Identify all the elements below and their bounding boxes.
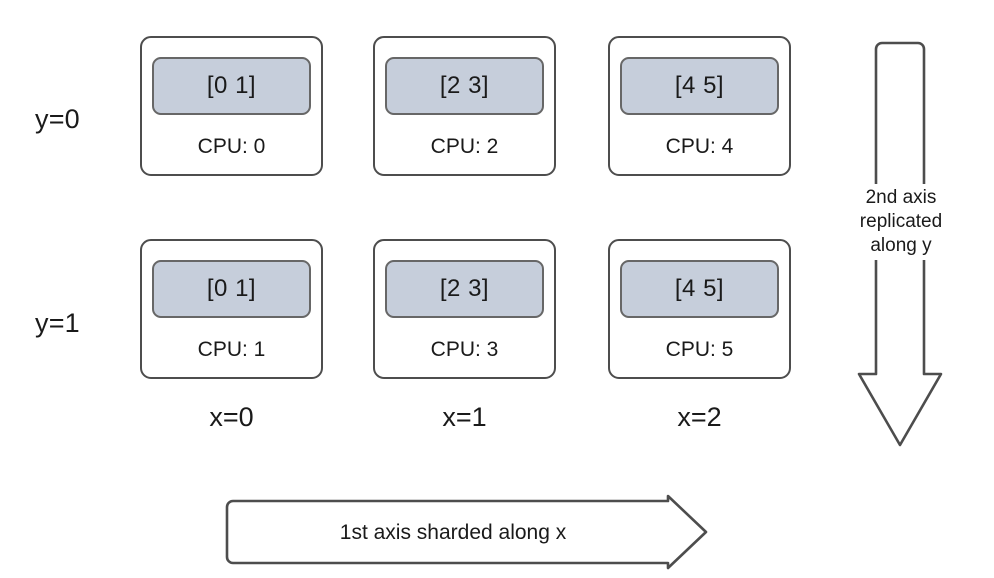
device-card-cpu-3[interactable]: [2 3] CPU: 3 <box>373 239 556 379</box>
cpu-label-r1c2: CPU: 5 <box>665 338 734 361</box>
vertical-axis-arrow-caption: 2nd axis replicated along y <box>840 184 962 260</box>
shard-chip-r0c1: [2 3] <box>385 57 544 115</box>
vertical-caption-line-2: replicated <box>859 211 943 232</box>
vertical-caption-line-1: 2nd axis <box>865 187 937 208</box>
shard-chip-r1c2: [4 5] <box>620 260 779 318</box>
device-card-cpu-5[interactable]: [4 5] CPU: 5 <box>608 239 791 379</box>
cpu-label-r0c0: CPU: 0 <box>197 135 266 158</box>
horizontal-axis-arrow-caption: 1st axis sharded along x <box>339 520 567 544</box>
cpu-label-r0c1: CPU: 2 <box>430 135 499 158</box>
device-card-cpu-4[interactable]: [4 5] CPU: 4 <box>608 36 791 176</box>
row-label-y0: y=0 <box>35 104 80 134</box>
col-label-x2: x=2 <box>677 402 722 432</box>
col-label-x0: x=0 <box>209 402 254 432</box>
horizontal-axis-arrow-icon <box>219 492 712 572</box>
shard-chip-r0c2: [4 5] <box>620 57 779 115</box>
shard-chip-r0c0: [0 1] <box>152 57 311 115</box>
row-label-y1: y=1 <box>35 308 80 338</box>
device-card-cpu-1[interactable]: [0 1] CPU: 1 <box>140 239 323 379</box>
shard-chip-r1c1: [2 3] <box>385 260 544 318</box>
cpu-label-r0c2: CPU: 4 <box>665 135 734 158</box>
col-label-x1: x=1 <box>442 402 487 432</box>
shard-chip-r1c0: [0 1] <box>152 260 311 318</box>
vertical-caption-line-3: along y <box>870 235 932 256</box>
cpu-label-r1c0: CPU: 1 <box>197 338 266 361</box>
device-card-cpu-2[interactable]: [2 3] CPU: 2 <box>373 36 556 176</box>
device-card-cpu-0[interactable]: [0 1] CPU: 0 <box>140 36 323 176</box>
cpu-label-r1c1: CPU: 3 <box>430 338 499 361</box>
